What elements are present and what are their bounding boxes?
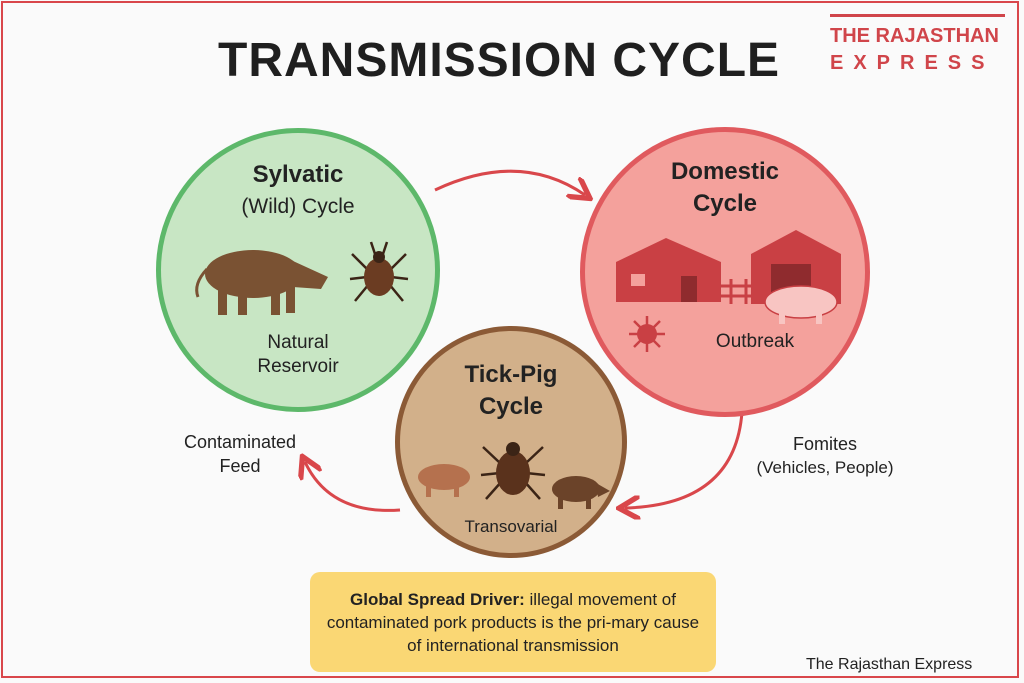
arrow-domestic-to-tickpig bbox=[625, 411, 744, 508]
sylvatic-label2: Reservoir bbox=[257, 356, 339, 377]
contaminated-feed-line1: Contaminated bbox=[183, 432, 297, 452]
sylvatic-title2: (Wild) Cycle bbox=[241, 195, 355, 218]
sylvatic-cycle: Sylvatic (Wild) Cycle Natural Reservoir bbox=[156, 128, 440, 412]
tick-icon bbox=[349, 241, 409, 302]
farm-barn-icon bbox=[616, 230, 841, 324]
brand-line2: EXPRESS bbox=[830, 52, 995, 74]
fomites-line1: Fomites bbox=[792, 434, 857, 454]
wild-boar-icon bbox=[552, 476, 610, 509]
global-spread-callout: Global Spread Driver: illegal movement o… bbox=[310, 572, 716, 672]
footer-credit: The Rajasthan Express bbox=[806, 656, 973, 673]
tickpig-title1: Tick-Pig bbox=[464, 361, 558, 388]
sylvatic-title1: Sylvatic bbox=[252, 161, 344, 188]
brand-line1: THE RAJASTHAN bbox=[830, 25, 999, 47]
arrow-tickpig-to-feed bbox=[305, 462, 401, 512]
callout-text: illegal movement of contaminated pork pr… bbox=[326, 590, 700, 655]
arrow-sylvatic-to-domestic bbox=[434, 169, 585, 195]
sylvatic-label1: Natural bbox=[267, 332, 329, 353]
contaminated-feed-line2: Feed bbox=[219, 456, 261, 476]
wild-boar-icon bbox=[195, 250, 328, 315]
tickpig-title2: Cycle bbox=[478, 393, 544, 420]
tick-icon bbox=[480, 442, 546, 500]
fomites-line2: (Vehicles, People) bbox=[756, 458, 894, 477]
domestic-label: Outbreak bbox=[715, 331, 795, 352]
domestic-title1: Domestic bbox=[670, 158, 780, 185]
domestic-cycle: Domestic Cycle Outbreak bbox=[580, 127, 870, 417]
tickpig-label: Transovarial bbox=[464, 517, 558, 536]
brand-rule bbox=[830, 14, 1005, 17]
fomites-label: Fomites (Vehicles, People) bbox=[730, 432, 920, 480]
domestic-title2: Cycle bbox=[692, 190, 758, 217]
virus-icon bbox=[629, 316, 665, 352]
brand-logo: THE RAJASTHAN EXPRESS bbox=[830, 14, 1005, 75]
callout-heading: Global Spread Driver: bbox=[350, 590, 525, 609]
contaminated-feed-label: Contaminated Feed bbox=[160, 430, 320, 478]
page-title: TRANSMISSION CYCLE bbox=[218, 34, 781, 87]
pig-icon bbox=[418, 464, 470, 497]
tick-pig-cycle: Tick-Pig Cycle Transovarial bbox=[395, 326, 627, 558]
